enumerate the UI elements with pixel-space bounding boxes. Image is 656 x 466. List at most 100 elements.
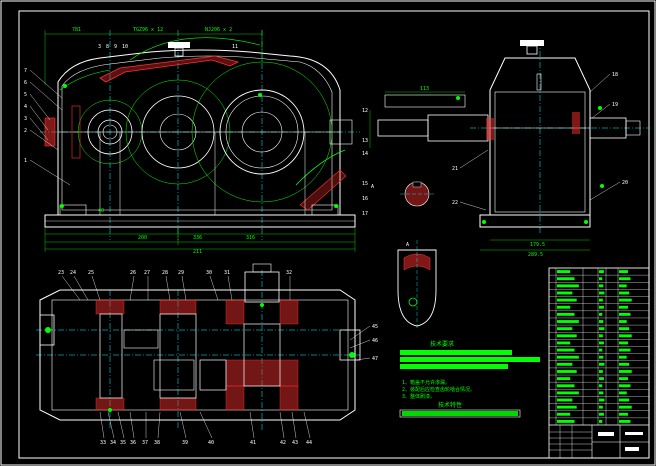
dim-bottom-3: 316: [246, 235, 255, 241]
callout-bottom-44: 44: [306, 440, 312, 446]
parts-list-cell-text: [557, 291, 573, 295]
parts-list-cell-text: [599, 277, 603, 281]
callout-top-25: 25: [88, 270, 94, 276]
callout-bottom-33: 33: [100, 440, 106, 446]
callout-front-12: 12: [362, 108, 368, 114]
callout-bottom-37: 37: [142, 440, 148, 446]
parts-list-cell-text: [557, 355, 579, 359]
callout-top-24: 24: [70, 270, 76, 276]
callout-top-26: 26: [130, 270, 136, 276]
parts-list-cell-text: [619, 377, 628, 381]
callout-front-15: 15: [362, 181, 368, 187]
parts-list-cell-text: [619, 384, 631, 388]
callout-front-2: 2: [24, 128, 27, 134]
parts-list-cell-text: [557, 398, 573, 402]
dim-bottom-2: 336: [193, 235, 202, 241]
section-mark-a: A: [371, 184, 374, 190]
dim-side-3: 289.5: [528, 252, 543, 258]
parts-list-cell-text: [599, 362, 605, 366]
parts-list-cell-text: [599, 405, 603, 409]
parts-list-cell-text: [619, 270, 628, 273]
callout-bottom-39: 39: [182, 440, 188, 446]
callout-bottom-42: 42: [280, 440, 286, 446]
parts-list-cell-text: [557, 370, 577, 373]
callout-top-29: 29: [178, 270, 184, 276]
parts-list-cell-text: [599, 384, 603, 388]
parts-list-cell-text: [619, 412, 628, 416]
parts-list-cell-text: [599, 284, 604, 288]
parts-list-cell-text: [557, 312, 575, 316]
callout-bottom-40: 40: [208, 440, 214, 446]
drawing-frame: [18, 10, 650, 459]
callout-top-27: 27: [144, 270, 150, 276]
section-a-label: A: [406, 242, 409, 248]
parts-list-cell-text: [619, 398, 630, 402]
parts-list-cell-text: [599, 312, 603, 316]
callout-bottom-41: 41: [250, 440, 256, 446]
parts-list-cell-text: [619, 327, 630, 331]
dim-small-1: 40: [98, 208, 104, 214]
callout-front-7: 7: [24, 68, 27, 74]
callout-top-32: 32: [286, 270, 292, 276]
dim-bottom-1: 200: [138, 235, 147, 241]
callout-front-top-10: 10: [122, 44, 128, 50]
parts-list-cell-text: [599, 334, 603, 338]
parts-list-cell-text: [599, 270, 604, 273]
title-block: [548, 267, 650, 459]
parts-list-cell-text: [557, 405, 577, 409]
callout-front-6: 6: [24, 80, 27, 86]
parts-list-cell-text: [557, 362, 573, 366]
parts-list-cell-text: [557, 377, 571, 381]
callout-top-31: 31: [224, 270, 230, 276]
parts-list-cell-text: [599, 398, 605, 402]
callout-front-4: 4: [24, 104, 27, 110]
callout-front-3: 3: [24, 116, 27, 122]
callout-top-23: 23: [58, 270, 64, 276]
callout-side-22: 22: [452, 200, 458, 206]
callout-bottom-38: 38: [154, 440, 160, 446]
parts-list-cell-text: [619, 391, 627, 395]
callout-front-13: 13: [362, 138, 368, 144]
parts-list-cell-text: [619, 348, 631, 352]
callout-front-top-3: 3: [98, 44, 101, 50]
callout-top-28: 28: [162, 270, 168, 276]
parts-list-cell-text: [557, 305, 571, 309]
callout-bottom-43: 43: [292, 440, 298, 446]
parts-list-cell-text: [599, 420, 603, 423]
note-2: 2、装配后应检查齿轮啮合情况。: [402, 386, 475, 393]
parts-list-cell-text: [557, 284, 579, 288]
callout-side-19: 19: [612, 102, 618, 108]
technical-notes: 技术要求 1、箱盖不允许渗漏。 2、装配后应检查齿轮啮合情况。 3、整体刷漆。 …: [399, 340, 540, 418]
parts-list-cell-text: [619, 320, 627, 323]
callout-front-top-8: 8: [106, 44, 109, 50]
callout-front-16: 16: [362, 196, 368, 202]
tech-characteristics-title: 技术特性: [438, 401, 462, 409]
callout-front-top-11: 11: [232, 44, 238, 50]
note-3: 3、整体刷漆。: [402, 393, 435, 400]
parts-list-cell-text: [557, 391, 579, 395]
callout-side-18: 18: [612, 72, 618, 78]
callout-front-5: 5: [24, 92, 27, 98]
parts-list-cell-text: [619, 362, 630, 366]
parts-list-cell-text: [599, 298, 603, 302]
callout-front-17: 17: [362, 211, 368, 217]
parts-list-cell-text: [599, 305, 604, 309]
parts-list-cell-text: [619, 305, 628, 309]
callout-bottom-35: 35: [120, 440, 126, 446]
dim-top-2: TGZ96 x 12: [133, 27, 163, 33]
parts-list-cell-text: [619, 312, 631, 316]
parts-list-cell-text: [599, 377, 604, 381]
callout-side-21: 21: [452, 166, 458, 172]
parts-list-cell-text: [557, 412, 571, 416]
parts-list-cell-text: [599, 370, 603, 373]
parts-list-cell-text: [557, 270, 571, 273]
callout-bottom-34: 34: [110, 440, 116, 446]
dim-top-1: 781: [72, 27, 81, 33]
callout-front-top-9: 9: [114, 44, 117, 50]
parts-list-cell-text: [599, 320, 604, 323]
parts-list-cell-text: [599, 291, 605, 295]
dim-side-1: 113: [420, 86, 429, 92]
parts-list-cell-text: [619, 420, 631, 423]
top-view: [36, 263, 371, 439]
